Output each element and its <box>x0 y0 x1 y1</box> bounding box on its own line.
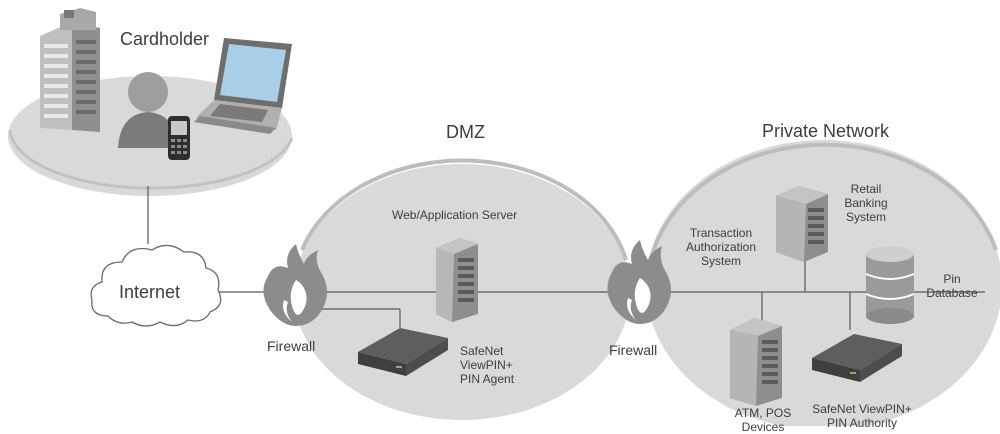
transaction-line-3: System <box>700 254 741 268</box>
atm-line-1: ATM, POS <box>734 406 792 420</box>
cardholder-label: Cardholder <box>120 29 210 49</box>
web-application-server-label: Web/Application Server <box>392 208 518 222</box>
office-building-icon <box>40 8 100 132</box>
atm-line-2: Devices <box>741 420 785 434</box>
firewall-left-icon <box>263 244 327 326</box>
connection-lines <box>147 186 985 330</box>
web-application-server-icon <box>436 238 478 322</box>
internet-label: Internet <box>119 282 181 302</box>
safenet-pin-authority-appliance-icon <box>812 334 902 382</box>
pin-database-label: Pin Database <box>920 272 984 300</box>
atm-pos-label: ATM, POS Devices <box>718 406 808 434</box>
laptop-icon <box>194 38 292 134</box>
retail-banking-label: Retail Banking System <box>836 182 896 224</box>
pin-db-line-1: Pin <box>943 272 961 286</box>
safenet-agent-line-2: ViewPIN+ <box>460 358 513 372</box>
transaction-line-1: Transaction <box>689 226 753 240</box>
authority-line-1: SafeNet ViewPIN+ <box>812 402 912 416</box>
safenet-agent-line-3: PIN Agent <box>460 372 515 386</box>
firewall-right-label: Firewall <box>609 342 658 358</box>
internet-cloud-icon <box>90 244 222 327</box>
pin-database-icon <box>865 246 915 324</box>
transaction-authorization-label: Transaction Authorization System <box>676 226 766 268</box>
mobile-phone-icon <box>168 116 190 160</box>
pin-db-line-2: Database <box>926 286 978 300</box>
dmz-label: DMZ <box>446 122 485 142</box>
firewall-left-label: Firewall <box>267 338 316 354</box>
atm-pos-devices-icon <box>730 318 782 406</box>
transaction-line-2: Authorization <box>685 240 757 254</box>
authority-line-2: PIN Authority <box>826 416 898 430</box>
safenet-agent-line-1: SafeNet <box>460 344 504 358</box>
firewall-right-icon <box>607 240 671 324</box>
safenet-pin-agent-appliance-icon <box>358 328 448 376</box>
retail-banking-server-icon <box>776 186 828 262</box>
retail-line-2: Banking <box>844 196 888 210</box>
private-network-label: Private Network <box>762 121 890 141</box>
retail-line-1: Retail <box>850 182 882 196</box>
retail-line-3: System <box>845 210 886 224</box>
safenet-agent-label: SafeNet ViewPIN+ PIN Agent <box>460 344 514 386</box>
person-icon <box>118 72 178 148</box>
